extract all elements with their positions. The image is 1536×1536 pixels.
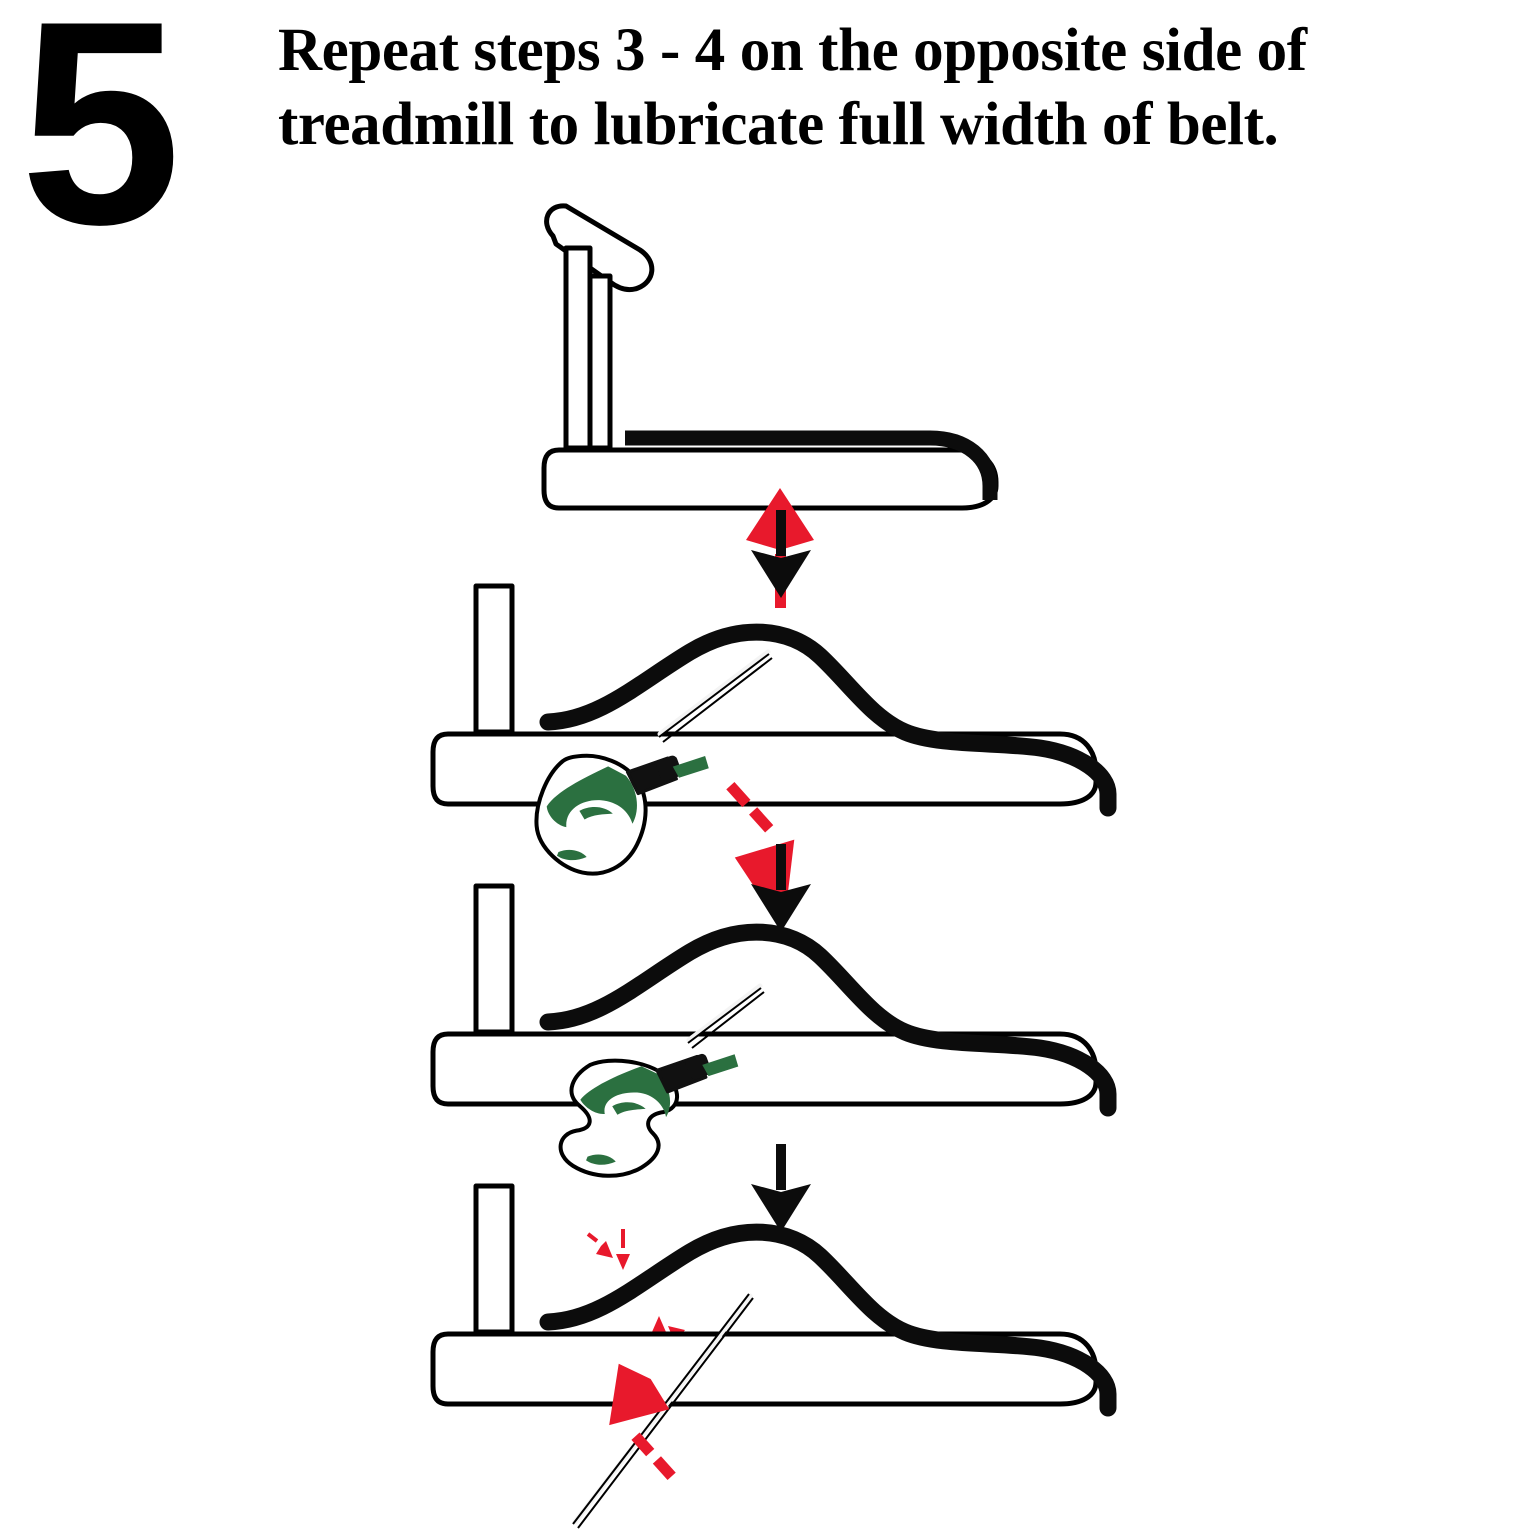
treadmill-upright-post: [563, 245, 613, 451]
treadmill-deck: [541, 447, 999, 511]
treadmill-deck: [430, 1331, 1099, 1407]
applicator-tube: [657, 649, 771, 737]
step-number: 5: [20, 0, 181, 285]
treadmill-console: [544, 203, 655, 293]
panel-2-insert-applicator-tube: [430, 583, 1117, 909]
treadmill-belt-lifted: [539, 923, 1117, 1117]
panel-1-treadmill-belt-flat: [541, 203, 999, 608]
treadmill-belt-lifted: [539, 1223, 1117, 1417]
insert-direction-arrow-icon: [726, 781, 821, 909]
treadmill-upright-post: [473, 583, 515, 735]
applicator-tube-edges: [687, 987, 765, 1049]
treadmill-upright-post: [473, 883, 515, 1035]
treadmill-belt-lifted: [539, 623, 1117, 817]
applicator-tube: [686, 983, 763, 1043]
squeeze-arrow-top-icon: [586, 1229, 630, 1270]
panel-3-squeeze-bottle: [430, 883, 1117, 1356]
panel-4-withdraw-applicator-tube: [430, 1183, 1117, 1536]
instruction-text: Repeat steps 3 - 4 on the opposite side …: [278, 14, 1398, 163]
instruction-illustration: [430, 203, 1117, 1536]
page-header: 5 Repeat steps 3 - 4 on the opposite sid…: [0, 0, 1536, 268]
instruction-line-2: treadmill to lubricate full width of bel…: [278, 91, 1279, 159]
instruction-line-1: Repeat steps 3 - 4 on the opposite side …: [278, 17, 1307, 84]
withdraw-direction-arrow-icon: [583, 1356, 676, 1481]
connector-3-flow-arrow-down: [751, 1144, 811, 1232]
treadmill-upright-post: [473, 1183, 515, 1335]
applicator-tube-edges: [658, 653, 773, 743]
treadmill-belt-flat: [625, 430, 998, 500]
